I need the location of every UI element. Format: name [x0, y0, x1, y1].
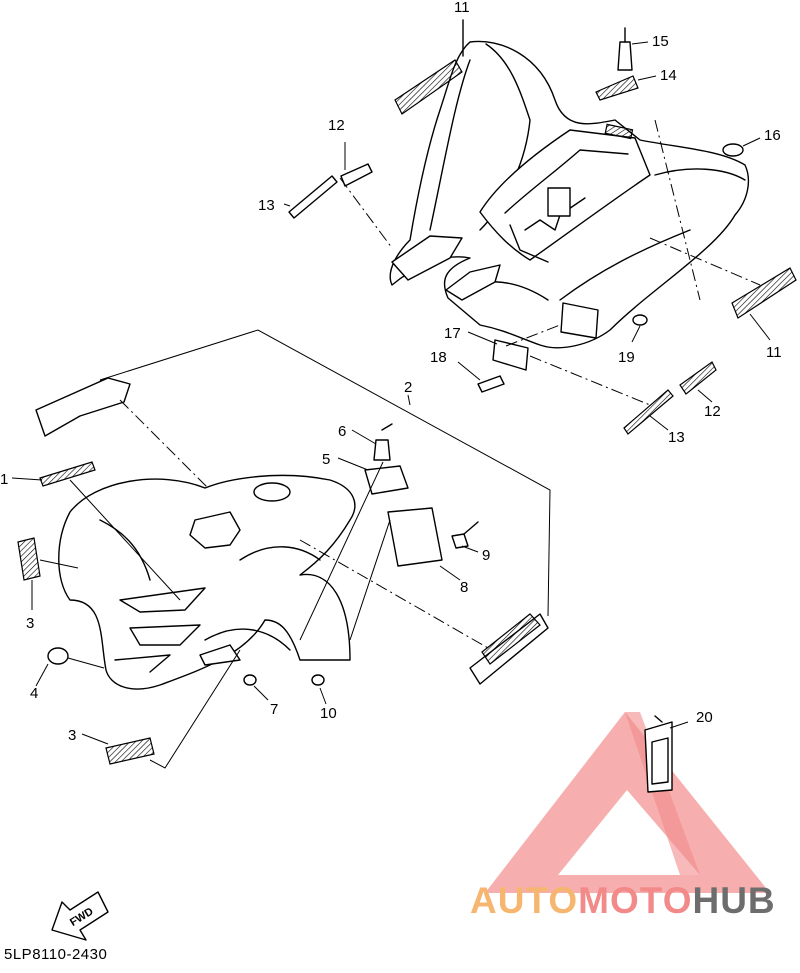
callout-1: 1	[0, 471, 8, 488]
decal-1	[11, 461, 181, 601]
callout-8: 8	[460, 579, 468, 596]
grommet-10	[311, 674, 327, 705]
callout-12-right: 12	[704, 403, 721, 420]
callout-numbers: 1 2 3 3 4 5 6 7 8 9 10 11 11 12 12 13 13…	[0, 0, 782, 744]
watermark-hub: HUB	[692, 880, 776, 921]
decal-12-right	[679, 361, 717, 403]
callout-7: 7	[270, 701, 278, 718]
label-20	[644, 715, 689, 793]
grommet-16	[722, 137, 761, 157]
callout-14: 14	[660, 67, 677, 84]
decal-14	[595, 75, 657, 101]
callout-5: 5	[322, 451, 330, 468]
watermark-auto: AUTO	[470, 880, 579, 921]
front-fender	[58, 474, 356, 690]
callout-11-top: 11	[454, 0, 470, 16]
rivet-15	[617, 27, 649, 71]
grommet-19	[631, 314, 648, 343]
plate-17	[467, 331, 529, 371]
callout-18: 18	[430, 349, 447, 366]
decal-2-strip	[469, 613, 549, 685]
plate-8	[349, 507, 461, 641]
grommet-4	[35, 647, 105, 687]
grommet-7	[243, 674, 269, 701]
callout-13-left: 13	[258, 197, 275, 214]
callout-10: 10	[320, 705, 337, 722]
plate-5	[337, 457, 409, 495]
watermark-logo: AUTOMOTOHUB	[470, 880, 776, 922]
forward-arrow-icon: FWD	[51, 891, 109, 941]
decal-3-lower	[81, 649, 241, 769]
decal-12-left	[340, 142, 373, 187]
callout-13-right: 13	[668, 429, 685, 446]
watermark-moto: MOTO	[578, 880, 693, 921]
rivet-6	[299, 423, 393, 641]
callout-3-lower: 3	[68, 727, 76, 744]
callout-4: 4	[30, 685, 38, 702]
callout-11-right: 11	[766, 344, 782, 361]
callout-3-upper: 3	[26, 615, 34, 632]
cover-panel	[35, 377, 131, 437]
callout-20: 20	[696, 709, 713, 726]
decal-11-left	[394, 19, 464, 115]
callout-17: 17	[444, 325, 461, 342]
watermark-triangle	[485, 712, 770, 893]
rear-fender	[389, 40, 750, 349]
callout-2: 2	[404, 379, 412, 396]
decal-13-left	[283, 175, 338, 219]
callout-9: 9	[482, 547, 490, 564]
diagram-code: 5LP8110-2430	[4, 946, 108, 963]
callout-19: 19	[618, 349, 635, 366]
decal-13-right	[623, 389, 674, 435]
rivet-9	[451, 521, 479, 553]
callout-15: 15	[652, 33, 669, 50]
callout-12-left: 12	[328, 117, 345, 134]
rivet-18	[457, 361, 505, 393]
decal-11-right	[731, 267, 797, 341]
callout-6: 6	[338, 423, 346, 440]
callout-16: 16	[764, 127, 781, 144]
decal-3-side	[17, 537, 79, 610]
